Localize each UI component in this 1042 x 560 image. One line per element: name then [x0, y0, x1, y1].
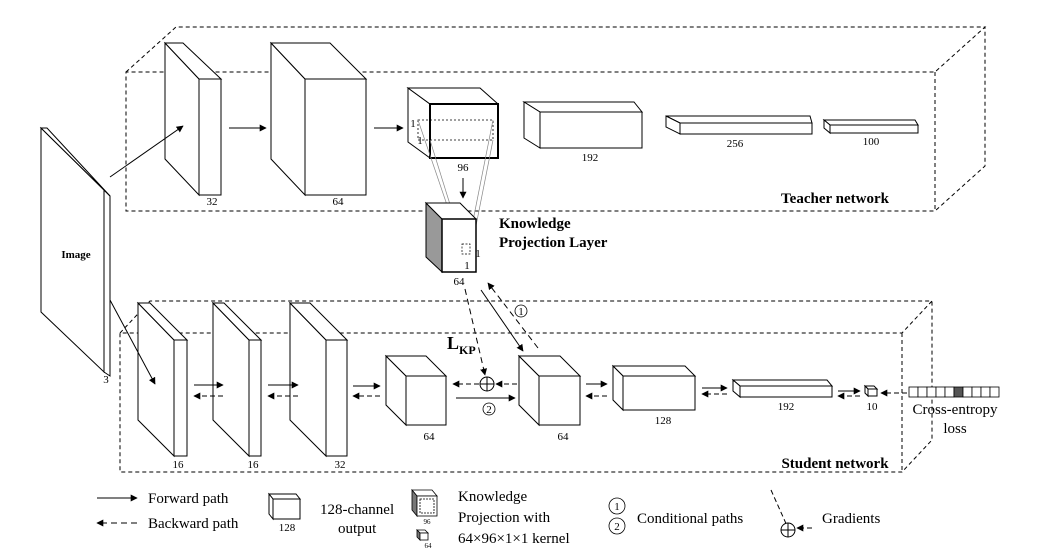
legend-forward-label: Forward path — [148, 491, 229, 507]
teacher-layer-100 — [822, 118, 919, 135]
one-hot-label-vector — [908, 386, 1000, 398]
legend-kp-line2: Projection with — [458, 510, 551, 526]
legend-backward-label: Backward path — [148, 516, 239, 532]
conditional-mark-1: 1 — [514, 304, 528, 318]
student-layer-32-label: 32 — [335, 459, 346, 471]
legend-conditional-mark-2: 2 — [608, 517, 626, 535]
student-layer-64a — [384, 354, 448, 427]
cross-entropy-label-line1: Cross-entropy — [913, 402, 998, 418]
legend-conditional-label: Conditional paths — [637, 511, 743, 527]
teacher-layer-192 — [522, 101, 644, 149]
kp-layer-cube — [424, 201, 478, 274]
teacher-layer-96 — [406, 87, 500, 159]
kp-loss-symbol: LKP — [447, 333, 476, 357]
teacher-layer-256 — [665, 115, 813, 135]
student-layer-32 — [288, 301, 349, 458]
teacher-layer-32-label: 32 — [207, 196, 218, 208]
teacher-layer-96-label: 96 — [458, 162, 470, 174]
legend-kp-icon-top: 96 — [424, 518, 432, 526]
gradient-sum-node — [479, 376, 495, 392]
input-image-label: Image — [61, 249, 90, 261]
kp-paths — [464, 282, 539, 376]
legend-gradients-label: Gradients — [822, 511, 880, 527]
legend-kp-line1: Knowledge — [458, 489, 527, 505]
student-layer-16b-label: 16 — [248, 459, 260, 471]
student-layer-64a-label: 64 — [424, 431, 436, 443]
kp-layer-title-line1: Knowledge — [499, 216, 571, 232]
teacher-layer-32 — [163, 41, 223, 197]
legend-conditional-mark-1: 1 — [608, 497, 626, 515]
input-channels-label: 3 — [103, 374, 109, 386]
student-layer-10-label: 10 — [867, 401, 879, 413]
legend-gradient-node — [780, 522, 796, 538]
student-layer-64b-label: 64 — [558, 431, 570, 443]
student-layer-16b — [211, 301, 263, 458]
student-layer-16a-label: 16 — [173, 459, 185, 471]
teacher-network-box — [125, 26, 987, 212]
teacher-kernel-mark-top: 1 — [410, 118, 416, 130]
legend-channel-line2: output — [338, 521, 377, 537]
teacher-layer-64 — [269, 41, 368, 197]
kp-layer-title-line2: Projection Layer — [499, 235, 608, 251]
svg-text:2: 2 — [486, 404, 492, 416]
student-network-box — [119, 300, 934, 473]
svg-text:1: 1 — [614, 501, 620, 513]
teacher-forward-arrows — [109, 124, 467, 199]
teacher-layer-64-label: 64 — [333, 196, 345, 208]
legend: Forward path Backward path 128 128-chann… — [96, 488, 880, 550]
legend-kp-icon — [411, 488, 438, 541]
student-layer-128-label: 128 — [655, 415, 672, 427]
legend-kp-icon-bottom: 64 — [425, 542, 433, 550]
input-image-slab — [39, 126, 111, 377]
legend-kp-line3: 64×96×1×1 kernel — [458, 531, 570, 547]
kp-layer-size-label: 64 — [454, 276, 466, 288]
student-layer-64b — [517, 354, 582, 427]
legend-block-icon — [267, 492, 302, 521]
student-layer-192 — [731, 378, 834, 399]
cross-entropy-label-line2: loss — [943, 421, 967, 437]
legend-channel-line1: 128-channel — [320, 502, 394, 518]
legend-block-size: 128 — [279, 522, 296, 534]
svg-text:2: 2 — [614, 521, 620, 533]
student-layer-10 — [863, 384, 879, 398]
student-layer-128 — [611, 364, 697, 412]
teacher-layer-192-label: 192 — [582, 152, 599, 164]
conditional-mark-2: 2 — [482, 402, 496, 416]
svg-text:1: 1 — [518, 306, 524, 318]
student-layer-192-label: 192 — [778, 401, 795, 413]
teacher-network-title: Teacher network — [781, 191, 890, 207]
teacher-layer-100-label: 100 — [863, 136, 880, 148]
kp-kernel-mark-bottom: 1 — [464, 260, 470, 272]
student-layer-16a — [136, 301, 189, 458]
kp-kernel-mark-right: 1 — [475, 248, 481, 260]
teacher-kernel-mark-bottom: 1 — [417, 135, 423, 147]
teacher-layer-256-label: 256 — [727, 138, 744, 150]
student-arrows — [109, 299, 907, 402]
student-network-title: Student network — [781, 456, 889, 472]
